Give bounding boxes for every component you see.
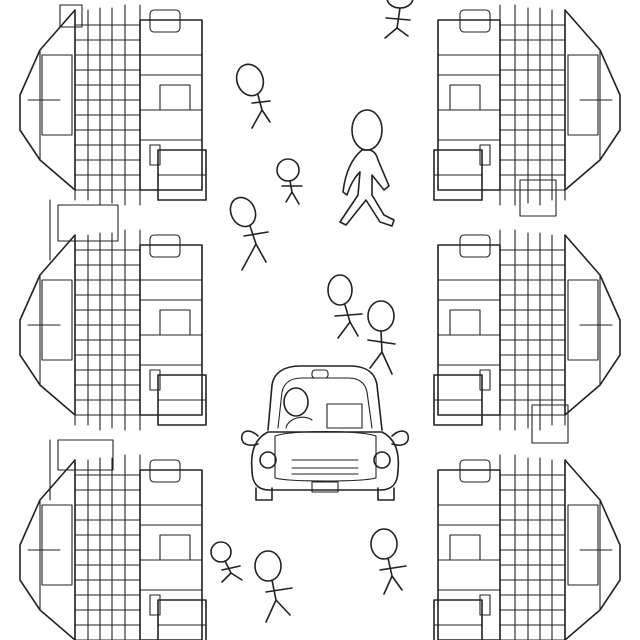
building-right-middle: [433, 229, 621, 431]
stick-figure-4: [327, 274, 363, 339]
sign-left-middle: [49, 199, 119, 261]
stick-figure-7: [254, 550, 293, 623]
stick-figure-8: [370, 528, 407, 595]
sign-right-top: [519, 179, 557, 217]
stick-figure-3: [229, 196, 269, 271]
stick-figure-5: [367, 300, 396, 375]
car: [240, 365, 410, 501]
building-right-top: [433, 4, 621, 206]
building-right-bottom: [433, 454, 621, 640]
sign-left-bottom: [49, 439, 114, 501]
building-left-middle: [19, 229, 207, 431]
stick-figure-2: [276, 158, 303, 205]
stick-figure-top: [384, 0, 414, 39]
walking-person: [339, 109, 395, 227]
stick-figure-1: [235, 63, 271, 129]
sign-right-middle: [531, 404, 569, 444]
sign-left-top: [59, 4, 83, 28]
building-left-bottom: [19, 454, 207, 640]
stick-figure-6: [210, 541, 243, 583]
building-left-top: [19, 4, 207, 206]
